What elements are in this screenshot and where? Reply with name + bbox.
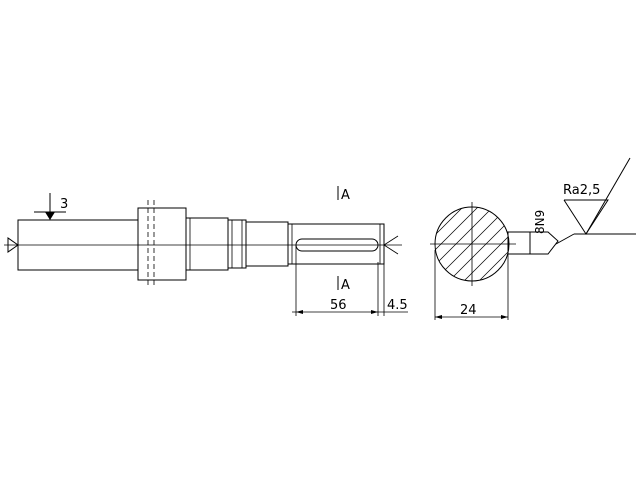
dim-keyway-length: 56 xyxy=(330,298,347,313)
roughness-label: Ra2,5 xyxy=(563,183,600,198)
end-arrow-upper xyxy=(383,235,399,246)
section-keyway xyxy=(507,231,531,255)
datum-label: 3 xyxy=(60,197,68,212)
dim-arrow-left xyxy=(296,310,303,314)
section-hatching xyxy=(435,207,509,281)
section-marks: A A xyxy=(337,186,350,293)
dia-arrow-right xyxy=(501,315,508,319)
dim-keyway-offset: 4.5 xyxy=(387,298,408,313)
shaft-collar xyxy=(137,207,187,281)
dim-arrow-right xyxy=(371,310,378,314)
roughness-symbol: Ra2,5 xyxy=(555,157,636,245)
dim-section-diameter: 24 xyxy=(460,303,477,318)
roughness-long-stroke xyxy=(585,157,631,235)
center-point-mark xyxy=(7,237,19,253)
cross-section: 24 8N9 xyxy=(430,202,559,320)
dia-arrow-left xyxy=(435,315,442,319)
roughness-triangle xyxy=(563,199,609,235)
shaft-side-view xyxy=(4,200,402,286)
section-mark-top: A xyxy=(341,188,350,203)
section-mark-bottom: A xyxy=(341,278,350,293)
dim-keyway-width: 8N9 xyxy=(533,210,547,234)
key-taper xyxy=(530,231,559,255)
end-arrow-lower xyxy=(383,244,399,255)
shaft-section-5 xyxy=(245,221,289,267)
shaft-keyed-end xyxy=(287,223,385,265)
datum-triangle xyxy=(45,212,55,220)
roughness-leader xyxy=(555,233,575,245)
datum-mark: 3 xyxy=(34,193,68,220)
shaft-section-3 xyxy=(185,217,229,271)
shaft-groove-ring xyxy=(227,219,247,269)
keyway-dimensions: 56 4.5 xyxy=(292,245,408,316)
